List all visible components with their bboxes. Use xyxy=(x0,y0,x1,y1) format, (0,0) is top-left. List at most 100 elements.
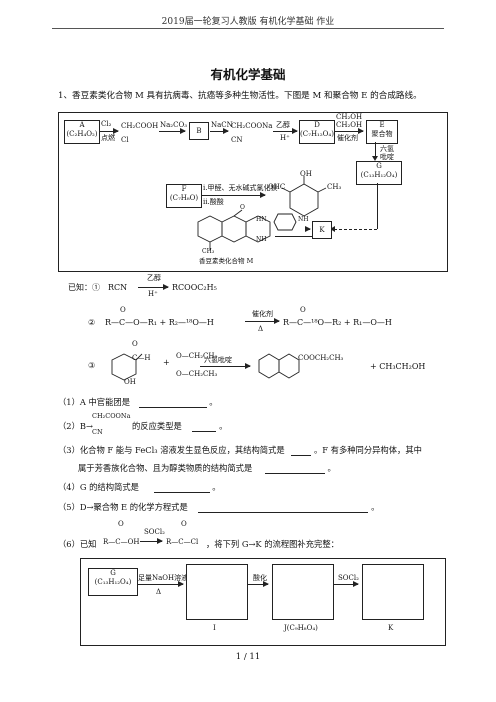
cond-ignite: 点燃 xyxy=(101,134,115,142)
q6-arrow xyxy=(140,538,163,544)
known-3-arrow xyxy=(200,363,251,369)
question-2: （2）B→ xyxy=(58,421,93,431)
page-title: 有机化学基础 xyxy=(210,67,286,82)
flow-arrow3 xyxy=(334,581,359,587)
compound-f-box: F (C₇H₈O) xyxy=(166,184,202,208)
arrow-d-to-g xyxy=(375,142,376,158)
polymer-e-name: 聚合物 xyxy=(371,130,393,138)
question-1-intro: 1、香豆素类化合物 M 具有抗病毒、抗癌等多种生物活性。下图是 M 和聚合物 E… xyxy=(58,91,422,101)
compound-b-box: B xyxy=(189,122,209,140)
known-2-o1: O xyxy=(120,306,126,314)
flow-g-box: G (C₁₃H₁₂O₄) xyxy=(88,568,138,596)
compound-k-label: K xyxy=(319,226,325,234)
arrow-int1-to-b xyxy=(159,128,186,134)
flow-g-label: G xyxy=(110,569,116,577)
flow-arrow1-delta: Δ xyxy=(156,588,162,596)
intermediate-2-top: CH₂COONa xyxy=(231,122,273,130)
cond-na2co3: Na₂CO₃ xyxy=(160,121,188,129)
compound-d-formula: (C₇H₁₂O₄) xyxy=(300,130,334,138)
flow-arrow2-label: 酸化 xyxy=(253,574,267,582)
cond-glycol-1: CH₂OH xyxy=(336,113,363,121)
question-2-rest: 的反应类型是 。 xyxy=(132,421,228,432)
compound-a-label: A xyxy=(79,121,85,129)
known-3-number: ③ xyxy=(88,361,96,370)
known-2-o2: O xyxy=(300,306,306,314)
known-2-reactants: R—C—O—R₁ + R₂—¹⁸O—H xyxy=(105,318,214,327)
known-3-condition: 六氢吡啶 xyxy=(204,356,232,364)
flow-caption-k: K xyxy=(388,624,394,632)
known-3-salicylaldehyde xyxy=(111,353,143,381)
arrow-head-down xyxy=(372,156,378,161)
known-3-byproduct: + CH₃CH₂OH xyxy=(370,362,426,371)
scheme-frame xyxy=(58,112,448,272)
known-3-oh: OH xyxy=(124,378,136,386)
compound-a-formula: (C₂H₄O₂) xyxy=(66,130,98,138)
known-1-arrow xyxy=(138,284,169,290)
compound-g-label: G xyxy=(376,162,382,170)
question-3-line2: 属于芳香族化合物、且为醇类物质的结构简式是 。 xyxy=(78,463,336,474)
answer-blank-2[interactable] xyxy=(192,431,217,432)
q6-o1: O xyxy=(118,520,124,528)
known-3-o: O xyxy=(132,340,138,348)
compound-g-box: G (C₁₃H₁₂O₄) xyxy=(356,161,402,185)
known-2-number: ② xyxy=(88,318,96,327)
question-3-line1: （3）化合物 F 能与 FeCl₃ 溶液发生显色反应，其结构简式是 。F 有多种… xyxy=(58,445,422,456)
flow-arrow1-top: 足量NaOH溶液 xyxy=(138,574,189,582)
known-label: 已知：① xyxy=(68,283,100,292)
q6-instruction: ，将下列 G→K 的流程图补充完整： xyxy=(206,539,339,549)
polymer-e-label: E xyxy=(379,121,385,129)
flowchart-frame xyxy=(80,558,446,646)
question-4: （4）G 的结构简式是 。 xyxy=(58,482,221,493)
compound-f-formula: (C₇H₈O) xyxy=(169,194,199,202)
piperazine-structure xyxy=(273,213,297,231)
compound-m-caption: 香豆素类化合物 M xyxy=(199,257,254,265)
polymer-e-box: E 聚合物 xyxy=(366,120,398,144)
cond-cl2: Cl₂ xyxy=(101,120,112,128)
arrow-int2-to-d xyxy=(273,128,298,134)
salicylaldehyde-structure xyxy=(281,176,327,217)
flow-box-i[interactable] xyxy=(186,564,248,620)
q6-acid: R—C—OH xyxy=(103,538,140,546)
known-2-catalyst: 催化剂 xyxy=(252,310,273,318)
known-2-arrow xyxy=(245,318,280,324)
compound-a-box: A (C₂H₄O₂) xyxy=(64,120,100,144)
piperazine-nh: NH xyxy=(298,216,309,223)
known-1-cond-top: 乙醇 xyxy=(147,274,161,282)
answer-blank-3a[interactable] xyxy=(291,455,312,456)
answer-blank-4[interactable] xyxy=(153,492,210,493)
question-6: （6）已知 xyxy=(58,539,97,549)
known-3-ester-2: O—CH₂CH₃ xyxy=(176,370,218,378)
page-footer: 1 / 11 xyxy=(235,652,261,662)
cond-acidify: ii.酸酸 xyxy=(203,198,224,206)
compound-d-label: D xyxy=(314,121,320,129)
arrow-b-to-int2 xyxy=(210,128,229,134)
known-3-cho: C—H xyxy=(132,354,151,362)
flow-arrow3-label: SOCl₂ xyxy=(338,574,359,582)
cond-ethanol: 乙醇 xyxy=(276,121,290,129)
compound-g-formula: (C₁₃H₁₂O₄) xyxy=(360,171,398,179)
answer-blank-1[interactable] xyxy=(138,407,207,408)
known-1-cond-bottom: H⁺ xyxy=(148,290,158,298)
arrow-k-to-m xyxy=(275,236,313,237)
arrow-d-to-e xyxy=(335,128,364,134)
cond-nacn: NaCN xyxy=(211,121,233,129)
known-3-ester-1: O—CH₂CH₃ xyxy=(176,352,218,360)
answer-blank-3b[interactable] xyxy=(264,473,325,474)
known-3-product: COOCH₂CH₃ xyxy=(298,354,344,362)
compound-d-box: D (C₇H₁₂O₄) xyxy=(299,120,335,144)
q6-o2: O xyxy=(181,520,187,528)
flow-box-k[interactable] xyxy=(362,564,424,620)
cond-catalyst: 催化剂 xyxy=(337,134,358,142)
known-2-products: R—C—¹⁸O—R₂ + R₁—O—H xyxy=(283,318,392,327)
answer-blank-5[interactable] xyxy=(198,512,369,513)
compound-b-label: B xyxy=(196,127,202,135)
page-header: 2019届一轮复习人教版 有机化学基础 作业 xyxy=(161,17,335,27)
flow-box-j[interactable] xyxy=(272,564,334,620)
q6-acyl-chloride: R—C—Cl xyxy=(166,538,199,546)
arrow-g-to-k-dashed xyxy=(334,229,377,230)
known-3-coumarin xyxy=(258,353,300,379)
flow-arrow2 xyxy=(248,581,269,587)
q6-socl2: SOCl₂ xyxy=(144,528,165,536)
q2-bottom: CN xyxy=(92,428,103,436)
flow-caption-i: I xyxy=(213,624,216,632)
